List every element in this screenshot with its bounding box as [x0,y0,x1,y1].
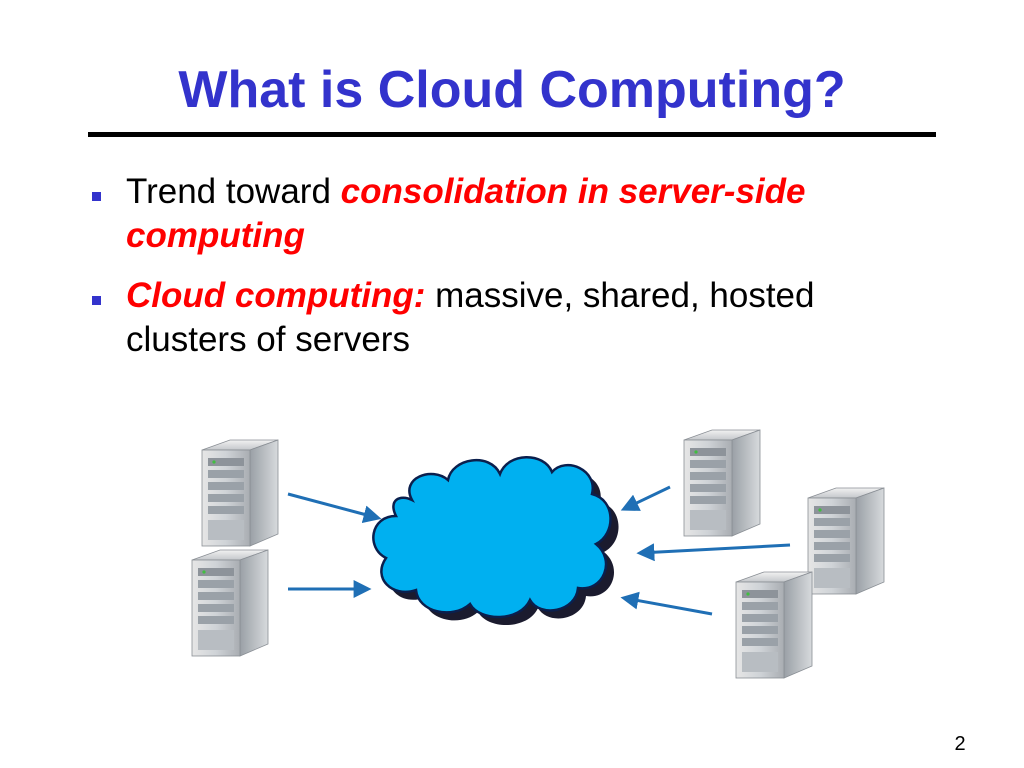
bullet-marker-icon [92,296,101,305]
bullet-text-trail: massive, shared, hosted clusters of serv… [126,276,815,359]
server-tower-icon [807,487,885,595]
server-tower-icon [191,549,269,657]
bullet-emphasis: consolidation in server-side computing [126,172,806,255]
arrow-icon [620,485,671,511]
slide-title: What is Cloud Computing? [178,61,846,119]
bullet-item: Cloud computing: massive, shared, hosted… [86,274,936,362]
arrow-icon [287,492,382,523]
bullet-item: Trend toward consolidation in server-sid… [86,170,936,258]
arrow-icon [636,543,791,562]
page-number: 2 [954,733,966,755]
server-tower-icon [201,439,279,547]
server-tower-icon [735,571,813,679]
arrow-icon [620,591,713,616]
bullet-list: Trend toward consolidation in server-sid… [86,170,936,378]
bullet-emphasis: Cloud computing: [126,276,426,315]
server-tower-icon [683,429,761,537]
title-rule [88,132,936,137]
bullet-text-lead: Trend toward [126,172,341,211]
cloud-icon [372,456,619,626]
bullet-marker-icon [92,192,101,201]
